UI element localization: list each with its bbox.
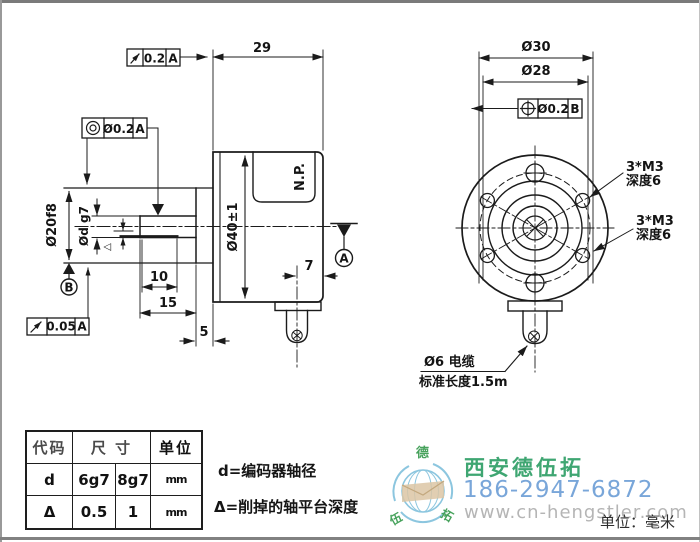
dim-flat-length: 10 [141,238,178,293]
spec-table: 代码 尺 寸 单位 d 6g7 8g7 mm Δ 0.5 1 mm [25,430,203,530]
dim-body-width: 29 [212,41,324,151]
dim-30-label: Ø30 [521,40,550,55]
dim-cable-offset: 7 [282,259,338,280]
table-header-code: 代码 [27,432,73,464]
table-cell-code-delta: Δ [27,496,73,528]
shaft-outline [91,215,197,239]
tolerance-frame-runout-face: 0.05 A [26,267,91,336]
screw-note2-line2: 深度6 [636,227,671,243]
dim-front-outer: Ø30 [478,40,594,62]
tolerance-frame-runout-top: 0.2 A [126,48,208,67]
table-cell-size2-d: 8g7 [116,464,151,496]
datum-a: A [330,222,358,268]
table-cell-size1-delta: 0.5 [73,496,116,528]
screw-holes [479,161,591,295]
dim-shaft-dia: Ød g7 [77,198,101,255]
dim-flat-depth: △ [102,218,134,251]
table-header-size: 尺 寸 [73,432,151,464]
position-value: Ø0.2 [537,102,568,116]
position-icon [519,100,537,117]
dim-7-label: 7 [304,259,313,274]
page-border-top [0,0,700,3]
concentricity-value: Ø0.2 [103,122,134,136]
np-label: N.P. [293,163,308,191]
dim-28-label: Ø28 [521,64,550,79]
flange-collar [63,187,214,264]
cable-note: Ø6 电缆 标准长度1.5m [418,345,528,390]
screw-note-2: 3*M3 深度6 [593,214,674,252]
dim-shaft-label: Ød g7 [77,206,91,246]
datum-a-label: A [339,252,349,266]
company-name: 西安德伍拓 [464,456,584,480]
dim-10-label: 10 [150,270,168,285]
cable-note-line2: 标准长度1.5m [418,374,508,390]
technical-drawing-svg: 29 0.2 A N.P. Ø40±1 [26,40,674,390]
datum-b-label: B [64,281,73,295]
dim-collar-length: 5 [179,303,230,347]
position-datum: B [570,102,579,116]
logo-char-right: 拓 [438,506,456,525]
screw-note1-line1: 3*M3 [626,160,664,175]
datum-b: B [60,263,78,296]
table-cell-code-d: d [27,464,73,496]
logo-arc-left [392,465,410,502]
dim-5-label: 5 [199,325,208,340]
dim-flange-dia: Ø20f8 [45,190,73,261]
side-view: 29 0.2 A N.P. Ø40±1 [26,41,358,368]
note-flat-depth: Δ=削掉的轴平台深度 [214,498,359,516]
cable-note-line1: Ø6 电缆 [424,354,475,370]
screw-note2-line1: 3*M3 [636,214,674,229]
logo-char-top: 德 [416,445,429,461]
flat-depth-symbol: △ [102,243,113,251]
note-shaft-diameter: d=编码器轴径 [218,462,317,480]
dim-front-bolt: Ø28 [482,64,589,86]
table-cell-size2-delta: 1 [116,496,151,528]
logo-envelope [402,481,444,502]
runout-face-datum: A [77,320,87,334]
concentricity-datum: A [135,122,145,136]
screw-note1-line2: 深度6 [626,173,661,189]
side-cable-exit [274,265,322,368]
page-border-bottom [0,537,700,540]
company-logo: 德 伍 拓 [388,445,456,529]
website-url: www.cn-hengstler.com [464,502,688,523]
np-recess [252,151,316,203]
logo-arc-top-right [432,463,454,500]
table-cell-unit-delta: mm [165,505,188,519]
runout-top-datum: A [168,52,178,66]
dim-15-label: 15 [159,296,177,311]
dim-shaft-length: 15 [139,239,197,347]
table-cell-unit-d: mm [151,464,201,496]
runout-top-value: 0.2 [144,52,165,66]
tolerance-frame-concentricity: Ø0.2 A [81,117,164,216]
page-border-left [0,0,2,542]
front-view: Ø30 Ø28 Ø0.2 B [418,40,674,390]
front-cable-exit [507,300,563,345]
dim-20f8-label: Ø20f8 [45,203,60,247]
dim-29-label: 29 [253,41,271,56]
tolerance-frame-position: Ø0.2 B [471,98,583,119]
drawing-unit-note: 单位：毫米 [600,513,676,531]
screw-note-1: 3*M3 深度6 [589,160,664,198]
table-header-unit: 单位 [151,432,201,464]
runout-face-value: 0.05 [46,320,76,334]
table-cell-size1-d: 6g7 [73,464,116,496]
runout-icon [30,321,42,333]
logo-arc-bottom [400,511,446,524]
phone-number: 186-2947-6872 [463,477,654,503]
concentricity-icon [85,120,101,136]
runout-icon [130,53,140,64]
